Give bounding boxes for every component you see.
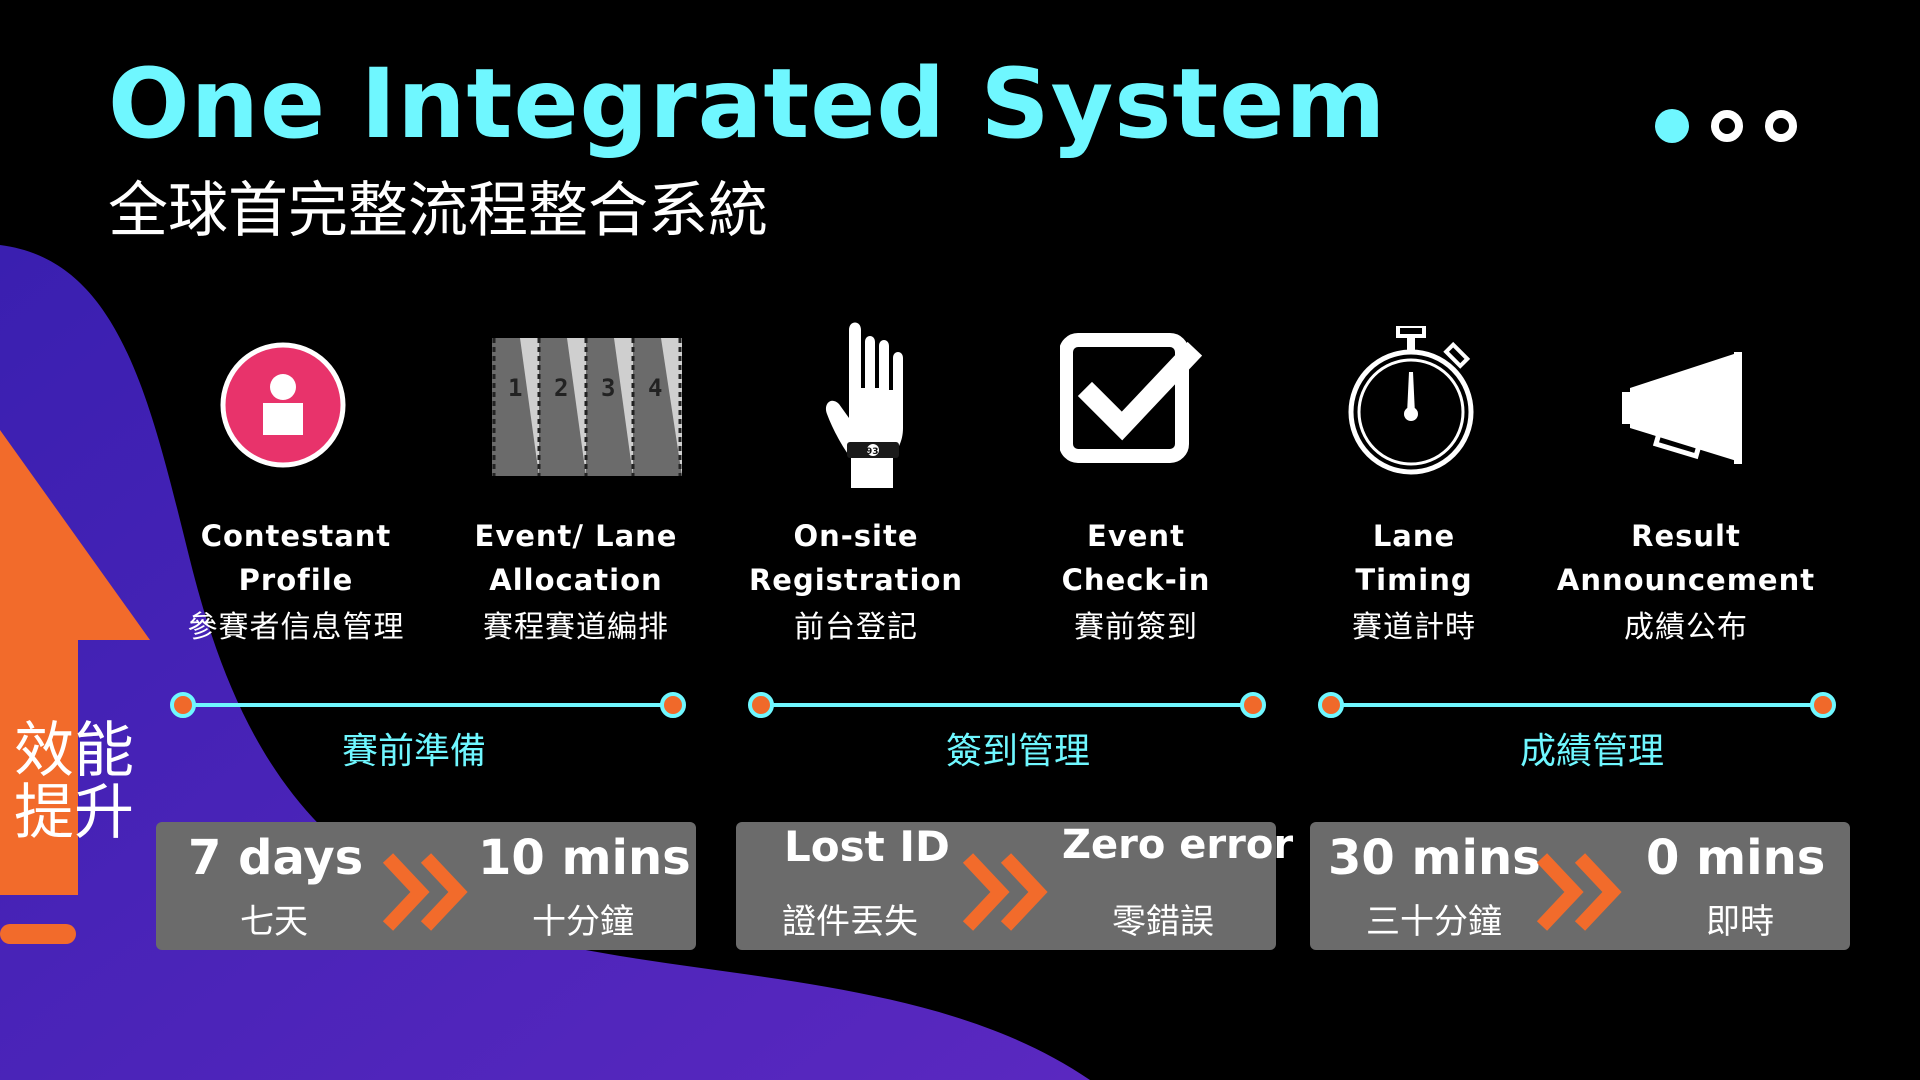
step-label-en: Event Check-in [1061, 519, 1211, 597]
efficiency-label-line: 提升 [14, 778, 134, 848]
page-title: One Integrated System [108, 48, 1387, 160]
metric-to-zh: 零錯誤 [1112, 902, 1214, 942]
step-label-zh: 成績公布 [1624, 610, 1748, 645]
double-chevron-icon [962, 853, 1048, 931]
step-label-zh: 賽道計時 [1352, 610, 1476, 645]
metric-to-zh: 十分鐘 [532, 902, 634, 942]
wristband-number: 93 [866, 447, 879, 457]
metric-from-zh: 七天 [240, 902, 308, 942]
step-label-zh: 賽前簽到 [1074, 610, 1198, 645]
step-label-en: Contestant Profile [200, 519, 392, 597]
step-label-zh: 前台登記 [794, 610, 918, 645]
stopwatch-icon [1348, 326, 1474, 475]
step-label-zh: 參賽者信息管理 [187, 610, 405, 645]
metric-to-en: Zero error [1062, 822, 1294, 868]
double-chevron-icon [382, 853, 468, 931]
step-contestant-profile: Contestant Profile 參賽者信息管理 [166, 514, 426, 650]
timeline-node [1810, 692, 1836, 718]
efficiency-label: 效能 提升 [14, 720, 134, 844]
metric-to-en: 0 mins [1646, 830, 1826, 886]
megaphone-icon [1622, 352, 1742, 464]
timeline-node [1318, 692, 1344, 718]
metric-to-zh: 即時 [1706, 902, 1774, 942]
step-label-en: Result Announcement [1556, 519, 1816, 597]
metric-card-preparation: 7 days 七天 10 mins 十分鐘 [156, 822, 696, 950]
pagination-dots[interactable] [1655, 108, 1815, 144]
metric-from-zh: 三十分鐘 [1366, 902, 1502, 942]
step-label-en: On-site Registration [748, 519, 964, 597]
step-lane-timing: Lane Timing 賽道計時 [1284, 514, 1544, 650]
page-subtitle: 全球首完整流程整合系統 [108, 176, 768, 246]
allocation-number: 1 [508, 374, 522, 402]
step-label-en: Lane Timing [1355, 519, 1473, 597]
checkbox-icon [1060, 333, 1202, 463]
orange-bar [0, 924, 76, 944]
profile-icon [220, 342, 346, 468]
timeline-checkin [748, 692, 1266, 718]
metric-from-en: 30 mins [1328, 830, 1541, 886]
allocation-number: 2 [554, 374, 568, 402]
page-dot-active[interactable] [1655, 109, 1689, 143]
step-label-zh: 賽程賽道編排 [483, 610, 669, 645]
metric-card-checkin: Lost ID 證件丟失 Zero error 零錯誤 [736, 822, 1293, 950]
step-event-lane-allocation: Event/ Lane Allocation 賽程賽道編排 [446, 514, 706, 650]
step-label-en: Event/ Lane Allocation [474, 519, 678, 597]
double-chevron-icon [1536, 853, 1622, 931]
allocation-number: 4 [648, 374, 662, 402]
metric-from-en: 7 days [188, 830, 364, 886]
metric-from-zh: 證件丟失 [782, 902, 918, 942]
page-dot[interactable] [1765, 110, 1797, 142]
metric-to-en: 10 mins [478, 830, 691, 886]
timeline-results [1318, 692, 1836, 718]
phase-label: 簽到管理 [945, 731, 1090, 772]
phase-label: 成績管理 [1519, 731, 1664, 772]
step-result-announcement: Result Announcement 成績公布 [1556, 514, 1816, 650]
step-onsite-registration: On-site Registration 前台登記 [726, 514, 986, 650]
phase-label: 賽前準備 [341, 731, 486, 772]
step-event-checkin: Event Check-in 賽前簽到 [1006, 514, 1266, 650]
metric-from-en: Lost ID [784, 822, 950, 871]
allocation-number: 3 [601, 374, 615, 402]
timeline-node [170, 692, 196, 718]
timeline-node [1240, 692, 1266, 718]
page-dot[interactable] [1711, 110, 1743, 142]
timeline-pre-event [170, 692, 686, 718]
orange-arrow [0, 430, 150, 895]
efficiency-label-line: 效能 [14, 716, 134, 786]
timeline-node [660, 692, 686, 718]
wristband-hand-icon: 93 [825, 322, 903, 488]
lane-allocation-icon: 1 2 3 4 [492, 338, 682, 476]
metric-card-timing: 30 mins 三十分鐘 0 mins 即時 [1310, 822, 1850, 950]
timeline-node [748, 692, 774, 718]
